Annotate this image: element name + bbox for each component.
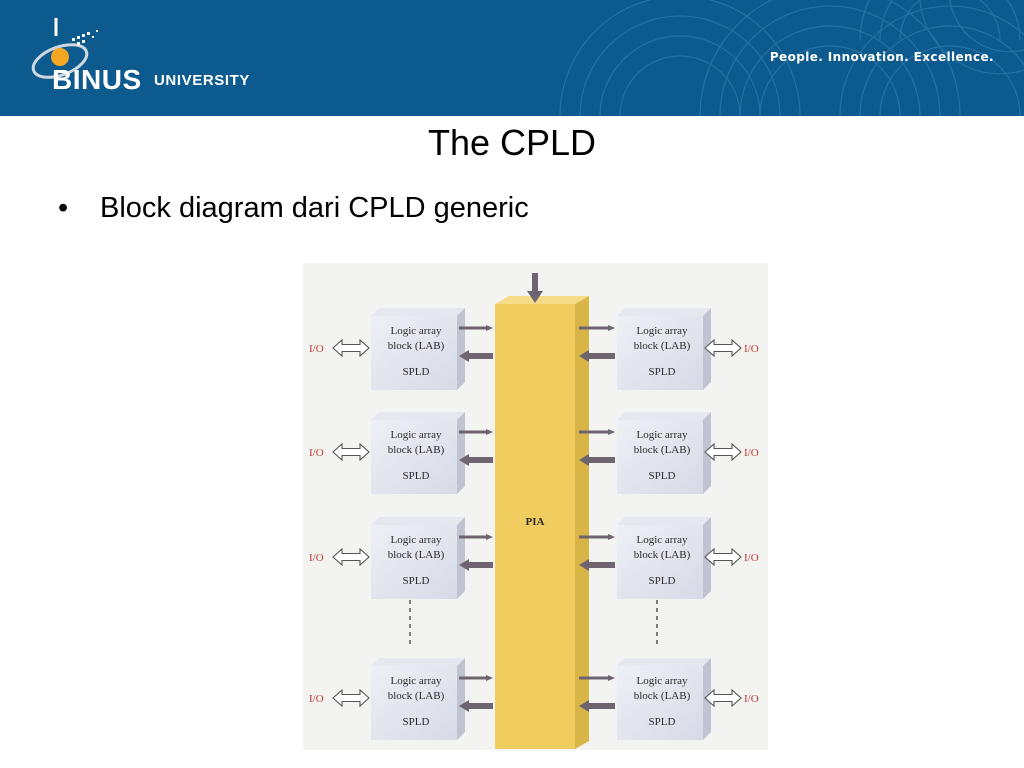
lab-label-line3: SPLD bbox=[403, 366, 430, 378]
arrow-left-icon bbox=[459, 559, 493, 571]
lab-label-line3: SPLD bbox=[649, 716, 676, 728]
lab-label-line3: SPLD bbox=[403, 470, 430, 482]
lab-block-face bbox=[617, 316, 703, 390]
lab-label-line1: Logic array bbox=[637, 675, 688, 687]
arrow-right-icon bbox=[579, 325, 615, 331]
lab-label-line2: block (LAB) bbox=[634, 549, 691, 561]
pia-label: PIA bbox=[526, 516, 545, 528]
lab-label-line1: Logic array bbox=[637, 325, 688, 337]
arrow-left-icon bbox=[579, 700, 615, 712]
lab-block-face bbox=[617, 420, 703, 494]
io-double-arrow-icon bbox=[332, 338, 370, 358]
io-label: I/O bbox=[309, 552, 324, 564]
arrow-right-icon bbox=[459, 534, 493, 540]
io-double-arrow-icon bbox=[332, 547, 370, 567]
io-label: I/O bbox=[309, 343, 324, 355]
lab-block-side bbox=[457, 308, 465, 390]
lab-label-line2: block (LAB) bbox=[634, 340, 691, 352]
lab-block-left-3: Logic array block (LAB) SPLD I/O bbox=[309, 517, 493, 599]
pia-block: PIA bbox=[495, 296, 589, 749]
io-double-arrow-icon bbox=[704, 688, 742, 708]
io-double-arrow-icon bbox=[704, 547, 742, 567]
lab-label-line2: block (LAB) bbox=[388, 340, 445, 352]
binus-logo-icon bbox=[31, 18, 98, 79]
slide-title: The CPLD bbox=[427, 122, 597, 163]
arrow-right-icon bbox=[459, 675, 493, 681]
arrow-left-icon bbox=[459, 454, 493, 466]
lab-block-top bbox=[371, 412, 465, 420]
io-label: I/O bbox=[744, 343, 759, 355]
io-double-arrow-icon bbox=[332, 442, 370, 462]
arrow-right-icon bbox=[579, 675, 615, 681]
lab-label-line2: block (LAB) bbox=[388, 549, 445, 561]
lab-block-top bbox=[617, 308, 711, 316]
bullet-text: Block diagram dari CPLD generic bbox=[100, 192, 529, 224]
lab-block-right-4: Logic array block (LAB) SPLD I/O bbox=[579, 658, 759, 740]
lab-block-side bbox=[457, 517, 465, 599]
lab-label-line3: SPLD bbox=[649, 470, 676, 482]
lab-label-line3: SPLD bbox=[403, 575, 430, 587]
lab-block-right-1: Logic array block (LAB) SPLD I/O bbox=[579, 308, 759, 390]
tagline: People. Innovation. Excellence. bbox=[769, 50, 994, 64]
pia-input-arrow bbox=[527, 273, 543, 303]
arrow-left-icon bbox=[579, 454, 615, 466]
arrow-left-icon bbox=[459, 350, 493, 362]
io-label: I/O bbox=[309, 447, 324, 459]
io-label: I/O bbox=[744, 552, 759, 564]
lab-label-line2: block (LAB) bbox=[634, 690, 691, 702]
lab-block-face bbox=[371, 420, 457, 494]
lab-label-line1: Logic array bbox=[391, 429, 442, 441]
header-banner: BINUS UNIVERSITY People. Innovation. Exc… bbox=[0, 0, 1024, 116]
lab-block-top bbox=[617, 412, 711, 420]
lab-label-line3: SPLD bbox=[649, 575, 676, 587]
arrow-right-icon bbox=[459, 429, 493, 435]
arrow-left-icon bbox=[579, 559, 615, 571]
lab-label-line3: SPLD bbox=[403, 716, 430, 728]
decorative-arcs bbox=[559, 0, 1024, 116]
lab-label-line1: Logic array bbox=[391, 675, 442, 687]
arrow-right-icon bbox=[579, 429, 615, 435]
lab-label-line1: Logic array bbox=[391, 534, 442, 546]
io-label: I/O bbox=[744, 447, 759, 459]
lab-block-face bbox=[371, 316, 457, 390]
lab-block-top bbox=[617, 658, 711, 666]
lab-block-face bbox=[371, 666, 457, 740]
bullet-dot-icon: • bbox=[58, 192, 69, 224]
arrow-left-icon bbox=[579, 350, 615, 362]
io-double-arrow-icon bbox=[704, 442, 742, 462]
io-double-arrow-icon bbox=[332, 688, 370, 708]
lab-label-line2: block (LAB) bbox=[388, 690, 445, 702]
lab-block-top bbox=[617, 517, 711, 525]
lab-block-face bbox=[371, 525, 457, 599]
lab-label-line1: Logic array bbox=[637, 534, 688, 546]
arrow-left-icon bbox=[459, 700, 493, 712]
arrow-right-icon bbox=[579, 534, 615, 540]
lab-label-line1: Logic array bbox=[391, 325, 442, 337]
arrow-right-icon bbox=[459, 325, 493, 331]
logo-wordmark: BINUS bbox=[52, 64, 142, 95]
lab-label-line3: SPLD bbox=[649, 366, 676, 378]
lab-block-left-1: Logic array block (LAB) SPLD I/O bbox=[309, 308, 493, 390]
logo-suffix: UNIVERSITY bbox=[154, 72, 251, 89]
io-label: I/O bbox=[744, 693, 759, 705]
lab-label-line2: block (LAB) bbox=[388, 444, 445, 456]
lab-block-top bbox=[371, 658, 465, 666]
lab-block-right-2: Logic array block (LAB) SPLD I/O bbox=[579, 412, 759, 494]
lab-block-face bbox=[617, 666, 703, 740]
lab-block-top bbox=[371, 517, 465, 525]
lab-block-face bbox=[617, 525, 703, 599]
lab-block-left-2: Logic array block (LAB) SPLD I/O bbox=[309, 412, 493, 494]
io-double-arrow-icon bbox=[704, 338, 742, 358]
lab-block-side bbox=[457, 658, 465, 740]
lab-label-line2: block (LAB) bbox=[634, 444, 691, 456]
lab-block-right-3: Logic array block (LAB) SPLD I/O bbox=[579, 517, 759, 599]
io-label: I/O bbox=[309, 693, 324, 705]
lab-block-side bbox=[457, 412, 465, 494]
lab-block-top bbox=[371, 308, 465, 316]
lab-block-left-4: Logic array block (LAB) SPLD I/O bbox=[309, 658, 493, 740]
lab-label-line1: Logic array bbox=[637, 429, 688, 441]
bullet-item: • Block diagram dari CPLD generic bbox=[58, 192, 529, 225]
